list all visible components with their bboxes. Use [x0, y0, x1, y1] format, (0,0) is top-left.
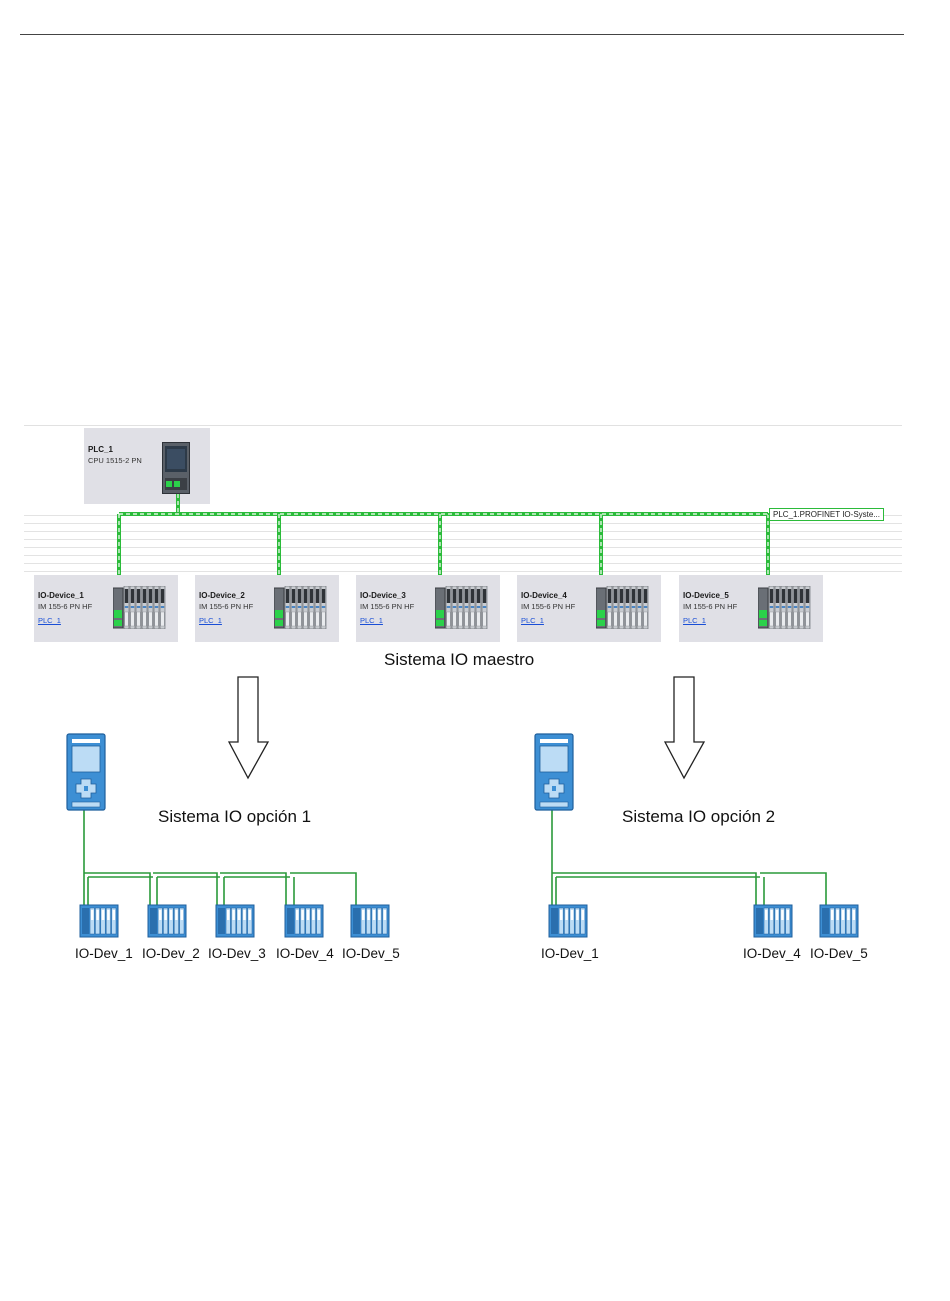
- io-device-icon: [79, 904, 119, 938]
- io-device-box[interactable]: IO-Device_1 IM 155-6 PN HF PLC_1: [34, 575, 178, 642]
- option1-device-label: IO-Dev_1: [75, 946, 133, 961]
- et200sp-rack-icon: [435, 586, 488, 629]
- s7-1500-cpu-icon: [66, 733, 106, 811]
- io-device-icon: [284, 904, 324, 938]
- io-device-box[interactable]: IO-Device_4 IM 155-6 PN HF PLC_1: [517, 575, 661, 642]
- option2-device-label: IO-Dev_4: [743, 946, 801, 961]
- option1-device-label: IO-Dev_4: [276, 946, 334, 961]
- io-device-model: IM 155-6 PN HF: [38, 602, 93, 611]
- io-device-icon: [147, 904, 187, 938]
- option1-device-label: IO-Dev_2: [142, 946, 200, 961]
- caption-option1: Sistema IO opción 1: [158, 807, 312, 826]
- top-rule: [20, 34, 904, 35]
- profinet-io-system-label[interactable]: PLC_1.PROFINET IO-Syste...: [769, 508, 884, 521]
- io-device-plc-link[interactable]: PLC_1: [521, 616, 544, 625]
- io-device-plc-link[interactable]: PLC_1: [360, 616, 383, 625]
- plc-box[interactable]: PLC_1 CPU 1515-2 PN: [84, 428, 210, 504]
- io-device-model: IM 155-6 PN HF: [683, 602, 738, 611]
- io-device-model: IM 155-6 PN HF: [360, 602, 415, 611]
- option2-device-label: IO-Dev_5: [810, 946, 868, 961]
- down-arrow-icon: [664, 676, 706, 780]
- io-device-model: IM 155-6 PN HF: [521, 602, 576, 611]
- io-device-icon: [753, 904, 793, 938]
- io-device-icon: [215, 904, 255, 938]
- io-device-name: IO-Device_1: [38, 591, 84, 600]
- plc-name: PLC_1: [88, 445, 113, 454]
- io-device-plc-link[interactable]: PLC_1: [199, 616, 222, 625]
- io-device-icon: [819, 904, 859, 938]
- caption-option2: Sistema IO opción 2: [622, 807, 776, 826]
- option2-device-label: IO-Dev_1: [541, 946, 599, 961]
- network-view-bus-area: [24, 508, 902, 574]
- caption-io-master: Sistema IO maestro: [384, 650, 535, 669]
- io-device-name: IO-Device_5: [683, 591, 729, 600]
- plc-model: CPU 1515-2 PN: [88, 456, 142, 465]
- option1-device-label: IO-Dev_5: [342, 946, 400, 961]
- io-device-box[interactable]: IO-Device_3 IM 155-6 PN HF PLC_1: [356, 575, 500, 642]
- io-device-icon: [350, 904, 390, 938]
- plc-cpu-icon: [162, 442, 190, 494]
- io-device-icon: [548, 904, 588, 938]
- s7-1500-cpu-icon: [534, 733, 574, 811]
- option1-lines: [83, 810, 357, 906]
- io-device-model: IM 155-6 PN HF: [199, 602, 254, 611]
- io-device-box[interactable]: IO-Device_5 IM 155-6 PN HF PLC_1: [679, 575, 823, 642]
- io-device-name: IO-Device_2: [199, 591, 245, 600]
- io-device-plc-link[interactable]: PLC_1: [683, 616, 706, 625]
- et200sp-rack-icon: [758, 586, 811, 629]
- io-device-plc-link[interactable]: PLC_1: [38, 616, 61, 625]
- io-device-name: IO-Device_3: [360, 591, 406, 600]
- io-device-name: IO-Device_4: [521, 591, 567, 600]
- io-device-box[interactable]: IO-Device_2 IM 155-6 PN HF PLC_1: [195, 575, 339, 642]
- et200sp-rack-icon: [274, 586, 327, 629]
- et200sp-rack-icon: [596, 586, 649, 629]
- et200sp-rack-icon: [113, 586, 166, 629]
- network-view-top-border: [24, 425, 902, 426]
- option2-lines: [551, 810, 827, 906]
- down-arrow-icon: [228, 676, 270, 780]
- option1-device-label: IO-Dev_3: [208, 946, 266, 961]
